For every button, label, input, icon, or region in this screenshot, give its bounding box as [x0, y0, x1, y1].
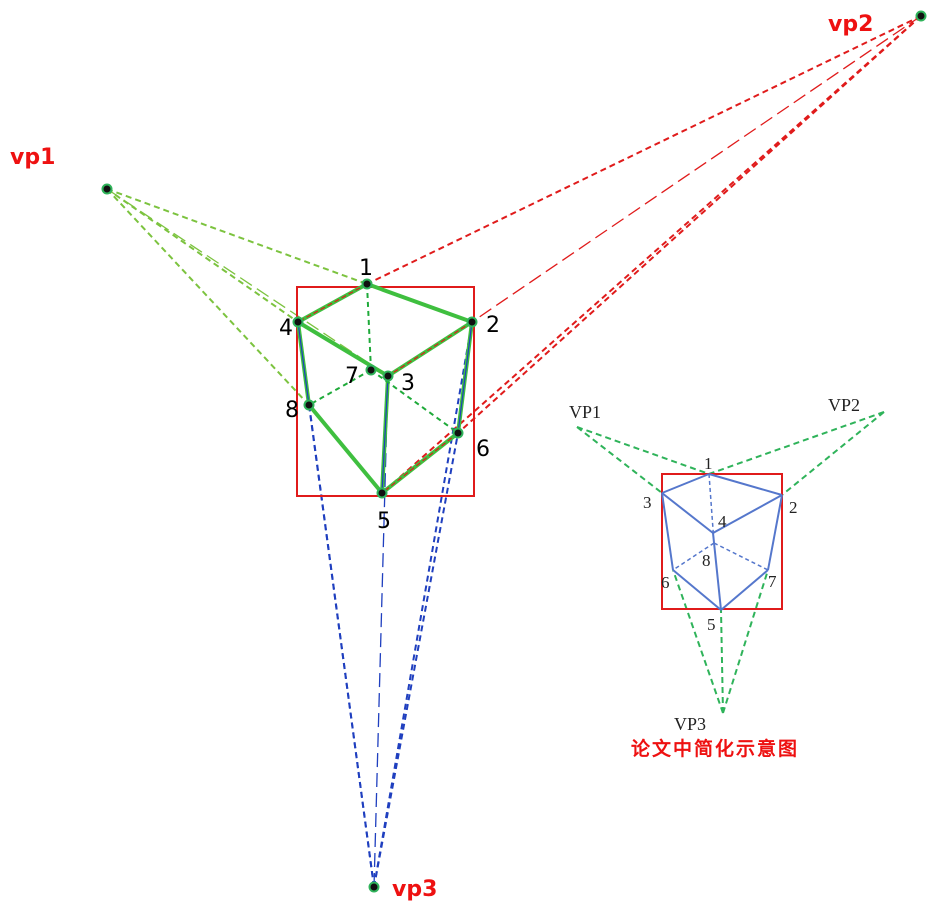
- inset-vertex-label-6: 6: [661, 573, 670, 592]
- inset-vp1-label: VP1: [569, 402, 601, 422]
- vertex-label-2: 2: [486, 313, 500, 338]
- vp2-lines: [366, 15, 922, 494]
- hidden-edges: [308, 283, 459, 434]
- vp2-label: vp2: [828, 12, 873, 37]
- inset-vp3-label: VP3: [674, 714, 706, 734]
- vertex-label-5: 5: [377, 509, 391, 534]
- vertex-label-4: 4: [279, 316, 293, 341]
- vertex-label-7: 7: [345, 364, 359, 389]
- inset-cube-edges: [661, 473, 783, 611]
- inset-vertex-label-1: 1: [704, 454, 713, 473]
- vp1-lines: [106, 188, 389, 406]
- inset-vertex-label-3: 3: [643, 493, 652, 512]
- inset-hidden-edges: [672, 473, 769, 571]
- inset-vertex-label-5: 5: [707, 615, 716, 634]
- vertex-label-6: 6: [476, 437, 490, 462]
- vertex-label-3: 3: [401, 371, 415, 396]
- inset-vertex-label-4: 4: [718, 512, 727, 531]
- vertex-dots: [101, 10, 927, 893]
- vertex-label-8: 8: [285, 398, 299, 423]
- inset-vertex-label-8: 8: [702, 551, 711, 570]
- inset-vertex-label-7: 7: [768, 572, 777, 591]
- inset-vp2-label: VP2: [828, 395, 860, 415]
- vp3-label: vp3: [392, 877, 437, 902]
- inset-diagram: VP1 VP2 VP3 1 2 3 4 5 6 7 8 论文中简化示意图: [569, 395, 885, 760]
- inset-vp-lines: [576, 411, 885, 714]
- inset-caption: 论文中简化示意图: [631, 737, 799, 760]
- vertex-label-1: 1: [359, 256, 373, 281]
- main-diagram: vp1 vp2 vp3 1 2 3 4 5 6 7 8: [10, 10, 927, 902]
- inset-vertex-label-2: 2: [789, 498, 798, 517]
- vp1-label: vp1: [10, 145, 55, 170]
- vp3-lines: [297, 321, 473, 888]
- cube-edges: [296, 282, 474, 495]
